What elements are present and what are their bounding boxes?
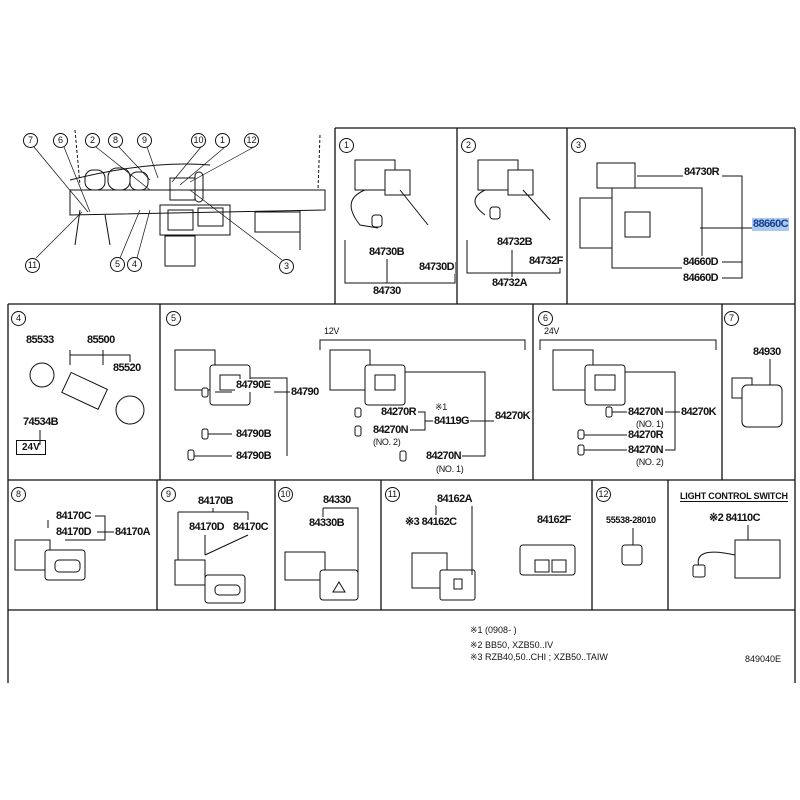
- panel-number-3: 3: [571, 138, 586, 153]
- panel-number-6: 6: [538, 311, 553, 326]
- part-84170B[interactable]: 84170B: [197, 495, 234, 508]
- part-84660D[interactable]: 84660D: [682, 272, 719, 285]
- dashboard-illustration: [33, 129, 326, 267]
- footnote-1: ※1 (0908- ): [470, 625, 517, 635]
- part-84330[interactable]: 84330: [322, 494, 352, 507]
- callout-1[interactable]: 1: [215, 133, 230, 148]
- panel-number-5: 5: [166, 311, 181, 326]
- panel-number-4: 4: [11, 311, 26, 326]
- part-85533[interactable]: 85533: [25, 334, 55, 347]
- callout-9[interactable]: 9: [137, 133, 152, 148]
- part-84732F[interactable]: 84732F: [528, 255, 564, 268]
- part-85520[interactable]: 85520: [112, 362, 142, 375]
- part-84162F[interactable]: 84162F: [536, 514, 572, 527]
- part-84270R[interactable]: 84270R: [627, 429, 664, 442]
- part-84730B[interactable]: 84730B: [368, 246, 405, 259]
- panel-number-7: 7: [724, 311, 739, 326]
- callout-5[interactable]: 5: [110, 257, 125, 272]
- part-84162C[interactable]: ※3 84162C: [404, 516, 458, 529]
- voltage-12v-label: 12V: [324, 326, 340, 336]
- panel-number-1: 1: [339, 138, 354, 153]
- callout-6[interactable]: 6: [53, 133, 68, 148]
- part-84732A[interactable]: 84732A: [491, 277, 528, 290]
- callout-2[interactable]: 2: [85, 133, 100, 148]
- part-84270K[interactable]: 84270K: [494, 410, 531, 423]
- diagram-code: 849040E: [745, 654, 782, 664]
- part-84270N[interactable]: 84270N: [627, 406, 664, 419]
- part-74534B[interactable]: 74534B: [22, 416, 59, 429]
- part-84170A[interactable]: 84170A: [114, 526, 151, 539]
- callout-11[interactable]: 11: [25, 258, 40, 273]
- no1-label: (NO. 1): [436, 464, 464, 474]
- part-84170C[interactable]: 84170C: [232, 521, 269, 534]
- footnote-mark-1: ※1: [435, 402, 447, 412]
- no2-label: (NO. 2): [373, 437, 401, 447]
- part-84330B[interactable]: 84330B: [308, 517, 345, 530]
- panel-grid: [7, 127, 796, 683]
- part-84119G[interactable]: 84119G: [433, 415, 470, 428]
- callout-3[interactable]: 3: [279, 259, 294, 274]
- part-84270N[interactable]: 84270N: [627, 444, 664, 457]
- callout-4[interactable]: 4: [127, 257, 142, 272]
- light-control-switch-heading: LIGHT CONTROL SWITCH: [680, 491, 788, 502]
- no2-label: (NO. 2): [636, 457, 664, 467]
- callout-8[interactable]: 8: [108, 133, 123, 148]
- part-84270N[interactable]: 84270N: [425, 450, 462, 463]
- callout-12[interactable]: 12: [244, 133, 259, 148]
- part-84270K[interactable]: 84270K: [680, 406, 717, 419]
- part-55538-28010[interactable]: 55538-28010: [606, 515, 656, 525]
- part-84790E[interactable]: 84790E: [235, 379, 272, 392]
- part-84270N[interactable]: 84270N: [372, 424, 409, 437]
- part-84730[interactable]: 84730: [372, 285, 402, 298]
- part-84270R[interactable]: 84270R: [380, 406, 417, 419]
- part-84790[interactable]: 84790: [290, 386, 320, 399]
- part-84660D[interactable]: 84660D: [682, 256, 719, 269]
- part-84170C[interactable]: 84170C: [55, 510, 92, 523]
- no1-label: (NO. 1): [636, 419, 664, 429]
- part-84170D[interactable]: 84170D: [55, 526, 92, 539]
- part-84170D[interactable]: 84170D: [188, 521, 225, 534]
- panel-number-12: 12: [596, 487, 611, 502]
- panel-number-11: 11: [385, 487, 400, 502]
- part-84730D[interactable]: 84730D: [418, 261, 455, 274]
- footnote-2: ※2 BB50, XZB50..IV: [470, 640, 554, 650]
- voltage-24v-box: 24V: [16, 440, 46, 455]
- part-84930[interactable]: 84930: [752, 346, 782, 359]
- panel-number-9: 9: [161, 487, 176, 502]
- part-88660C-highlighted[interactable]: 88660C: [752, 218, 789, 231]
- part-drawings: [14, 159, 783, 604]
- footnote-3: ※3 RZB40,50..CHI ; XZB50..TAIW: [470, 652, 608, 662]
- part-85500[interactable]: 85500: [86, 334, 116, 347]
- voltage-24v-label: 24V: [544, 326, 560, 336]
- part-84790B[interactable]: 84790B: [235, 428, 272, 441]
- part-84732B[interactable]: 84732B: [496, 236, 533, 249]
- panel-number-2: 2: [461, 138, 476, 153]
- callout-10[interactable]: 10: [191, 133, 206, 148]
- panel-number-10: 10: [278, 487, 293, 502]
- part-84790B[interactable]: 84790B: [235, 450, 272, 463]
- part-84110C[interactable]: ※2 84110C: [708, 512, 761, 525]
- part-84730R[interactable]: 84730R: [683, 166, 720, 179]
- callout-7[interactable]: 7: [23, 133, 38, 148]
- part-84162A[interactable]: 84162A: [436, 493, 473, 506]
- panel-number-8: 8: [11, 487, 26, 502]
